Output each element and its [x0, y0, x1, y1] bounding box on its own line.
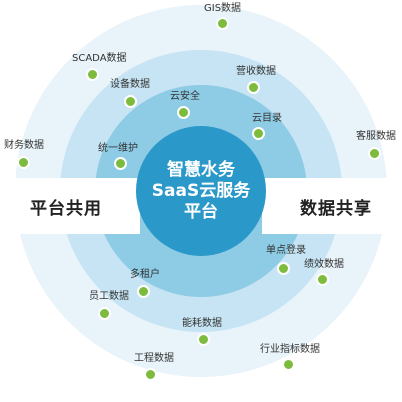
node-dot-multi-tenant [137, 285, 150, 298]
node-label-cloud-security: 云安全 [170, 91, 200, 102]
node-dot-staff-data [98, 307, 111, 320]
core-circle [136, 126, 266, 256]
node-label-single-sign-on: 单点登录 [266, 245, 306, 256]
node-label-engineering-data: 工程数据 [134, 353, 174, 364]
node-dot-revenue-data [247, 81, 260, 94]
core-title: 智慧水务 SaaS云服务 平台 [136, 126, 266, 256]
node-label-energy-data: 能耗数据 [182, 318, 222, 329]
core-title-line1: 智慧水务 [167, 159, 235, 180]
node-dot-scada-data [86, 68, 99, 81]
platform-shared-band: 平台共用 [0, 178, 140, 234]
node-dot-industry-kpi-data [282, 358, 295, 371]
node-dot-gis-data [216, 17, 229, 30]
node-dot-engineering-data [144, 368, 157, 381]
node-label-cloud-directory: 云目录 [252, 113, 282, 124]
node-dot-energy-data [197, 333, 210, 346]
node-dot-device-data [124, 95, 137, 108]
node-label-gis-data: GIS数据 [204, 3, 242, 14]
node-label-unified-maintenance: 统一维护 [98, 143, 138, 154]
node-dot-unified-maintenance [114, 157, 127, 170]
node-label-staff-data: 员工数据 [89, 291, 129, 302]
core-title-line2: SaaS云服务 [151, 180, 251, 201]
node-label-scada-data: SCADA数据 [72, 53, 127, 64]
node-dot-performance-data [316, 273, 329, 286]
node-label-performance-data: 绩效数据 [304, 259, 344, 270]
node-dot-single-sign-on [277, 262, 290, 275]
core-title-line3: 平台 [184, 201, 218, 222]
node-dot-finance-data [17, 156, 30, 169]
node-label-finance-data: 财务数据 [4, 140, 44, 151]
node-dot-customer-service-data [368, 147, 381, 160]
node-label-revenue-data: 营收数据 [236, 66, 276, 77]
node-label-device-data: 设备数据 [110, 79, 150, 90]
node-dot-cloud-security [177, 106, 190, 119]
node-label-customer-service-data: 客服数据 [356, 131, 396, 142]
data-sharing-band: 数据共享 [262, 178, 402, 234]
node-label-industry-kpi-data: 行业指标数据 [260, 344, 320, 355]
node-label-multi-tenant: 多租户 [130, 269, 160, 280]
node-dot-cloud-directory [252, 127, 265, 140]
